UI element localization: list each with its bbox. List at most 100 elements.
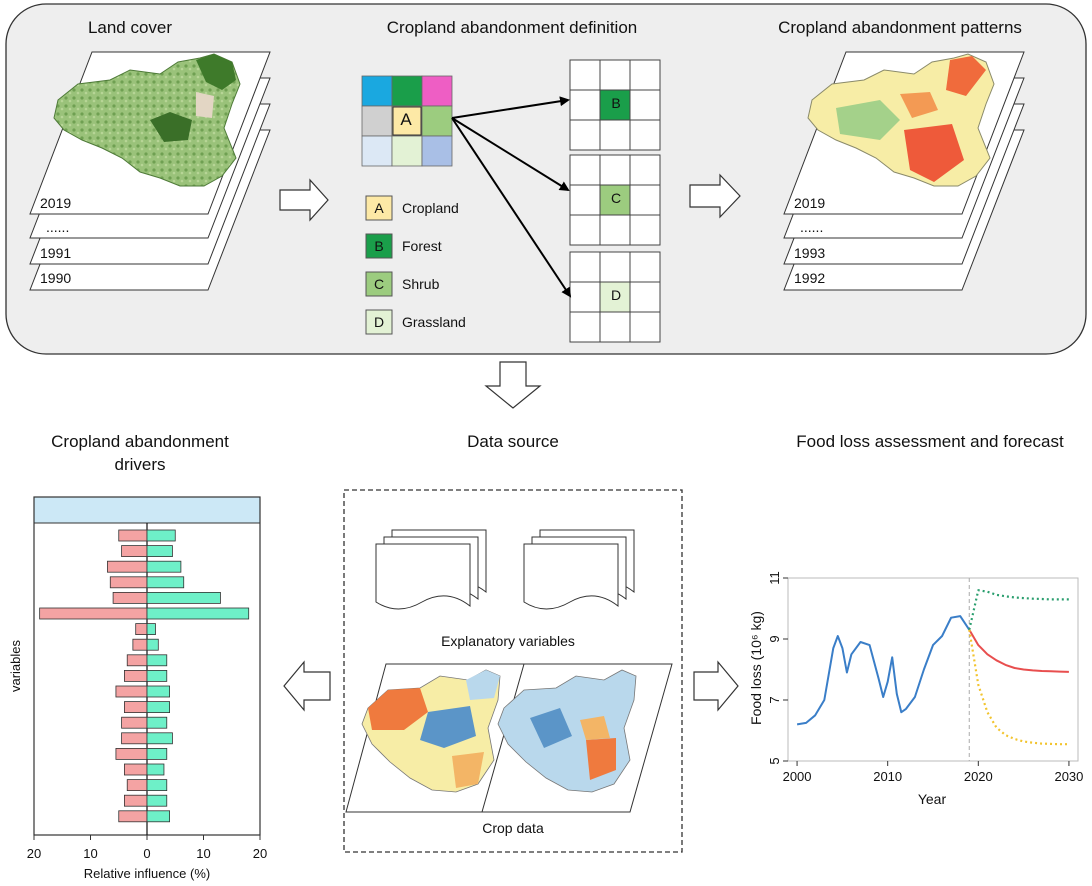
driver-bar-left (121, 545, 148, 557)
food-y-tick-label: 9 (767, 635, 782, 642)
definition-cell (421, 75, 453, 107)
block-arrow-right-1 (279, 178, 329, 222)
crop-map-left (345, 663, 531, 813)
food-y-label: Food loss (10⁶ kg) (748, 611, 764, 725)
legend-key-a: A (374, 200, 384, 216)
definition-grid (361, 75, 453, 167)
driver-bar-right (146, 748, 168, 760)
definition-cell (361, 75, 393, 107)
crop-map-left-center (420, 706, 476, 748)
crop-map-left-west (368, 688, 428, 730)
result-grid-2 (569, 154, 661, 246)
legend-swatch-c (365, 271, 393, 297)
food-plot-frame (787, 577, 1079, 762)
arrow-to-grassland (451, 117, 572, 298)
legend-label-forest: Forest (402, 238, 442, 254)
legend-label-grassland: Grassland (402, 314, 466, 330)
definition-cell (391, 135, 423, 167)
food-loss-title: Food loss assessment and forecast (796, 432, 1064, 451)
driver-bar-left (121, 732, 148, 745)
patterns-region-northeast (946, 56, 986, 96)
patterns-stack: 2019 ...... 1993 1992 (783, 51, 1025, 291)
land-cover-stack: 2019 ...... 1991 1990 (29, 51, 271, 291)
driver-bar-left (107, 560, 148, 573)
driver-bar-right (146, 638, 159, 651)
food-y-tick-label: 5 (767, 757, 782, 764)
food-x-label: Year (918, 791, 947, 807)
legend-key-c: C (374, 276, 384, 292)
result-b-label: B (611, 95, 620, 111)
patterns-year-1992: 1992 (794, 270, 825, 286)
result-c-label: C (611, 190, 621, 206)
land-cover-year-1990: 1990 (40, 270, 71, 286)
drivers-tick-label: 10 (196, 846, 210, 861)
drivers-x-label: Relative influence (%) (84, 866, 210, 881)
data-source-title: Data source (467, 432, 559, 451)
driver-bar-right (146, 607, 250, 620)
crop-map-right-east (580, 716, 610, 740)
explanatory-label: Explanatory variables (441, 633, 575, 649)
driver-bar-right (146, 592, 221, 604)
doc-front (375, 543, 471, 610)
arrow-to-forest (451, 96, 570, 119)
driver-bar-right (146, 810, 171, 823)
land-cover-year-2019: 2019 (40, 195, 71, 211)
definition-cell (361, 105, 393, 137)
crop-map-right (481, 663, 673, 813)
result-grid-3 (569, 251, 661, 343)
food-x-tick-label: 2010 (873, 769, 902, 784)
drivers-bars (39, 529, 250, 823)
definition-cell (361, 135, 393, 167)
food-loss-series-3 (968, 589, 1069, 631)
driver-bar-left (124, 701, 148, 713)
drivers-title-line2: drivers (114, 455, 165, 474)
drivers-tick-label: 20 (27, 846, 41, 861)
drivers-title-line1: Cropland abandonment (51, 432, 229, 451)
food-loss-series-2 (968, 629, 1069, 673)
food-x-tick-label: 2020 (964, 769, 993, 784)
driver-bar-right (146, 529, 176, 542)
land-cover-year-dots: ...... (46, 219, 69, 235)
driver-bar-left (112, 592, 148, 604)
patterns-region-west (836, 100, 900, 140)
driver-bar-left (132, 638, 148, 651)
definition-center-label: A (400, 110, 412, 129)
driver-bar-right (146, 685, 171, 698)
driver-bar-right (146, 716, 168, 729)
legend-swatch-d (365, 309, 393, 335)
patterns-year-2019: 2019 (794, 195, 825, 211)
definition-cell (421, 105, 453, 137)
patterns-title: Cropland abandonment patterns (778, 18, 1022, 37)
drivers-y-label: variables (8, 639, 23, 692)
driver-bar-left (39, 607, 148, 620)
driver-bar-left (121, 716, 148, 729)
definition-title: Cropland abandonment definition (387, 18, 637, 37)
patterns-region-north (900, 92, 938, 118)
block-arrow-left (283, 660, 331, 712)
drivers-tick-label: 0 (143, 846, 150, 861)
crop-map-right-west (530, 708, 572, 748)
arrow-to-shrub (451, 117, 570, 192)
driver-bar-right (146, 576, 185, 589)
driver-bar-right (146, 545, 173, 557)
result-d-label: D (611, 287, 621, 303)
driver-bar-right (146, 732, 173, 745)
crop-map-left-south (452, 752, 484, 788)
block-arrow-right-3 (693, 660, 739, 712)
food-y-tick-label: 11 (767, 571, 782, 585)
driver-bar-left (109, 576, 148, 589)
driver-bar-left (118, 810, 148, 823)
land-cover-central (150, 112, 192, 142)
legend-label-shrub: Shrub (402, 276, 440, 292)
land-cover-title: Land cover (88, 18, 172, 37)
driver-bar-left (115, 685, 148, 698)
food-y-tick-label: 7 (767, 696, 782, 703)
driver-bar-left (115, 748, 148, 760)
result-grid-1 (569, 59, 661, 151)
land-cover-northeast (196, 54, 236, 90)
food-x-tick-label: 2000 (783, 769, 812, 784)
block-arrow-right-2 (689, 173, 741, 219)
driver-bar-right (146, 670, 168, 682)
